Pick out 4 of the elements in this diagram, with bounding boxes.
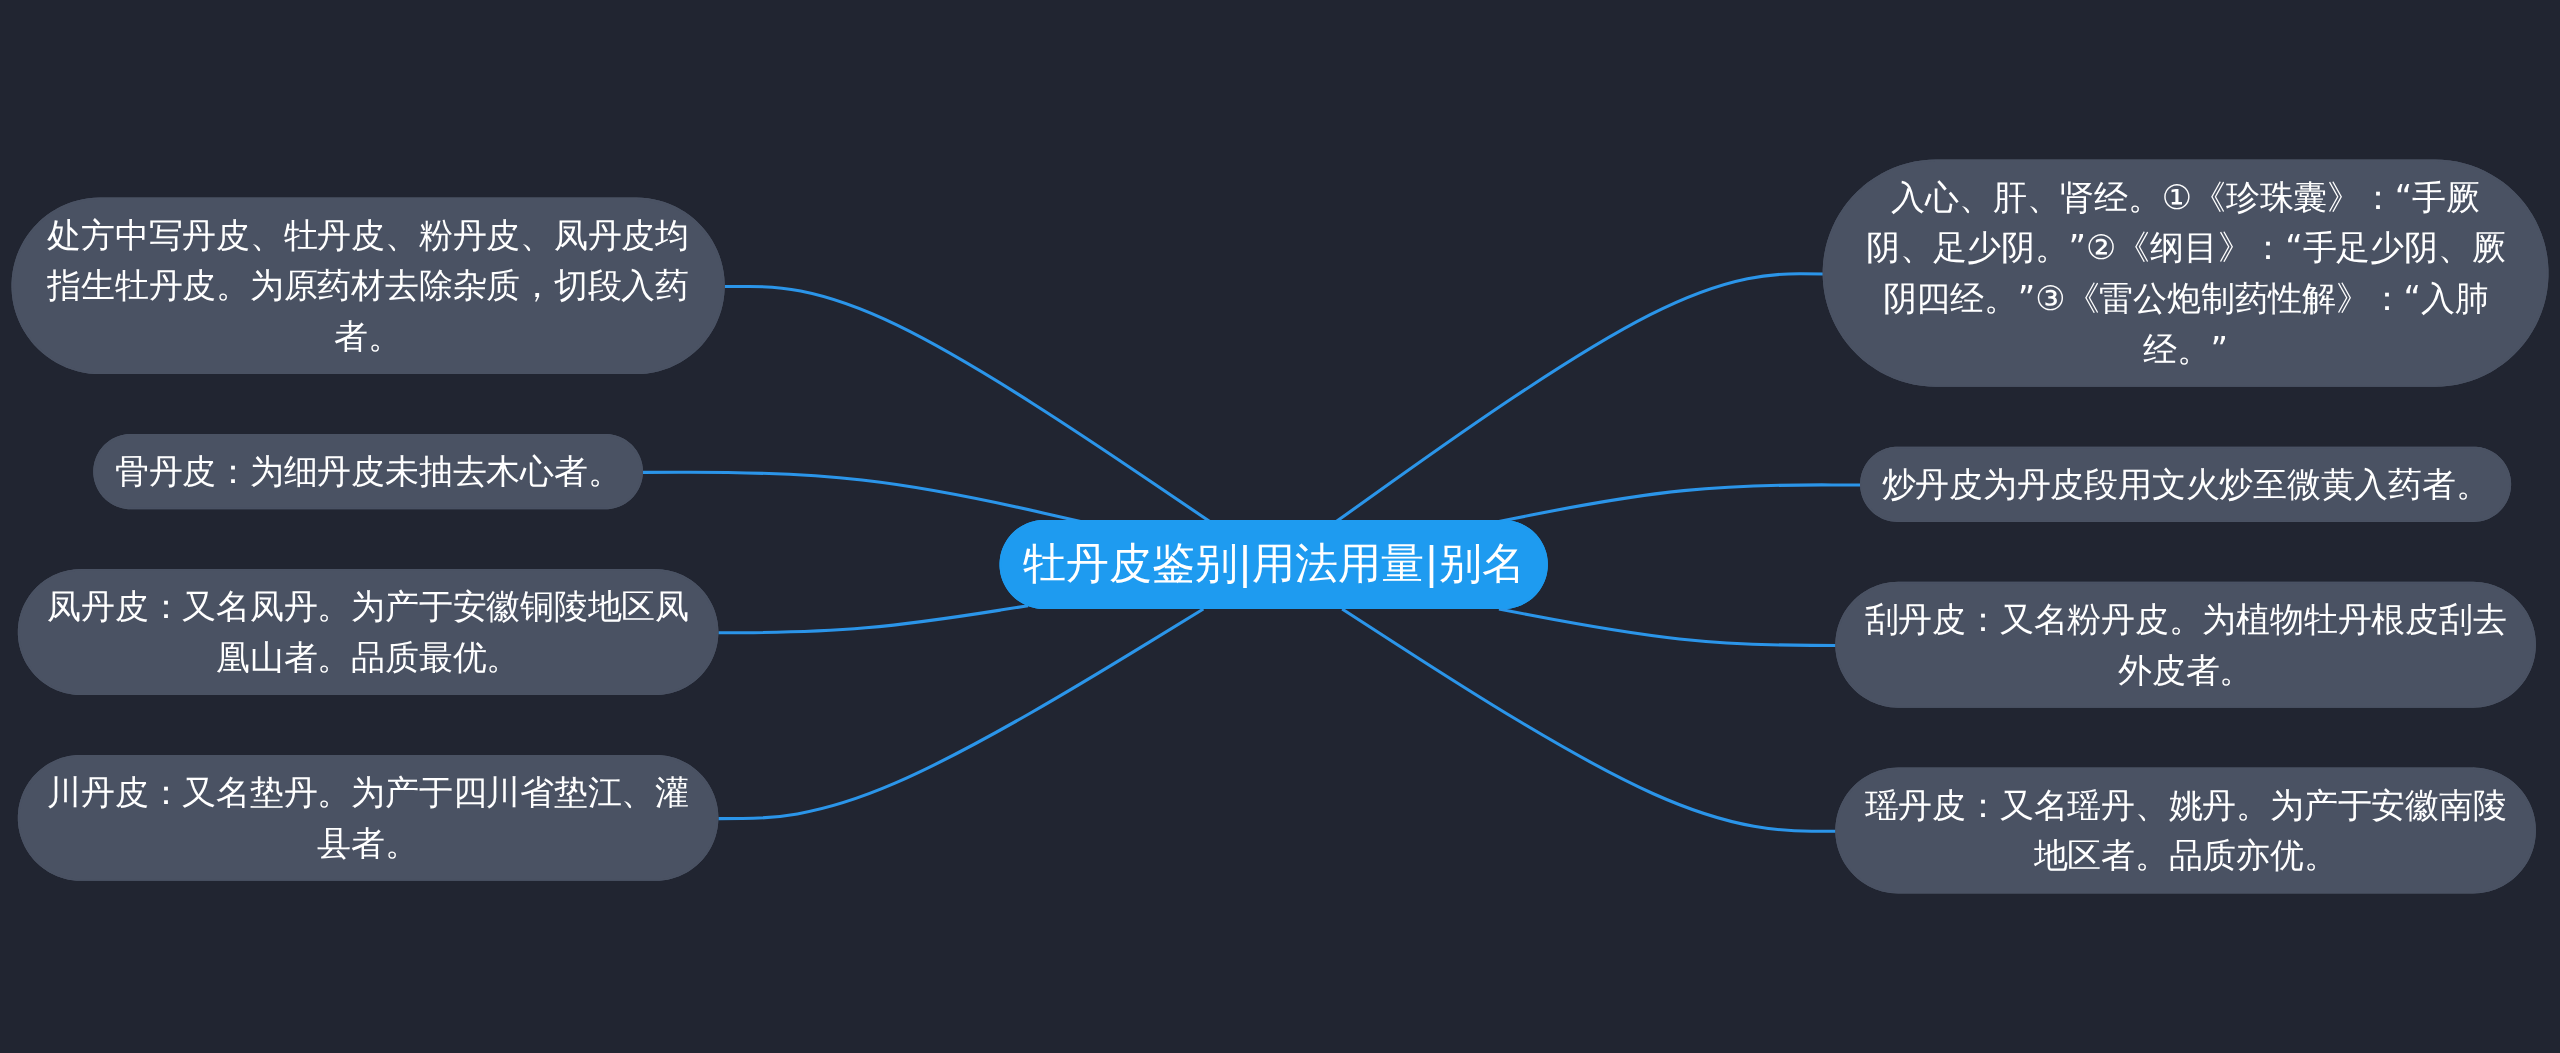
connector xyxy=(718,607,1205,821)
connector xyxy=(718,604,1029,635)
connector xyxy=(1498,607,1837,648)
connector xyxy=(1341,607,1837,833)
